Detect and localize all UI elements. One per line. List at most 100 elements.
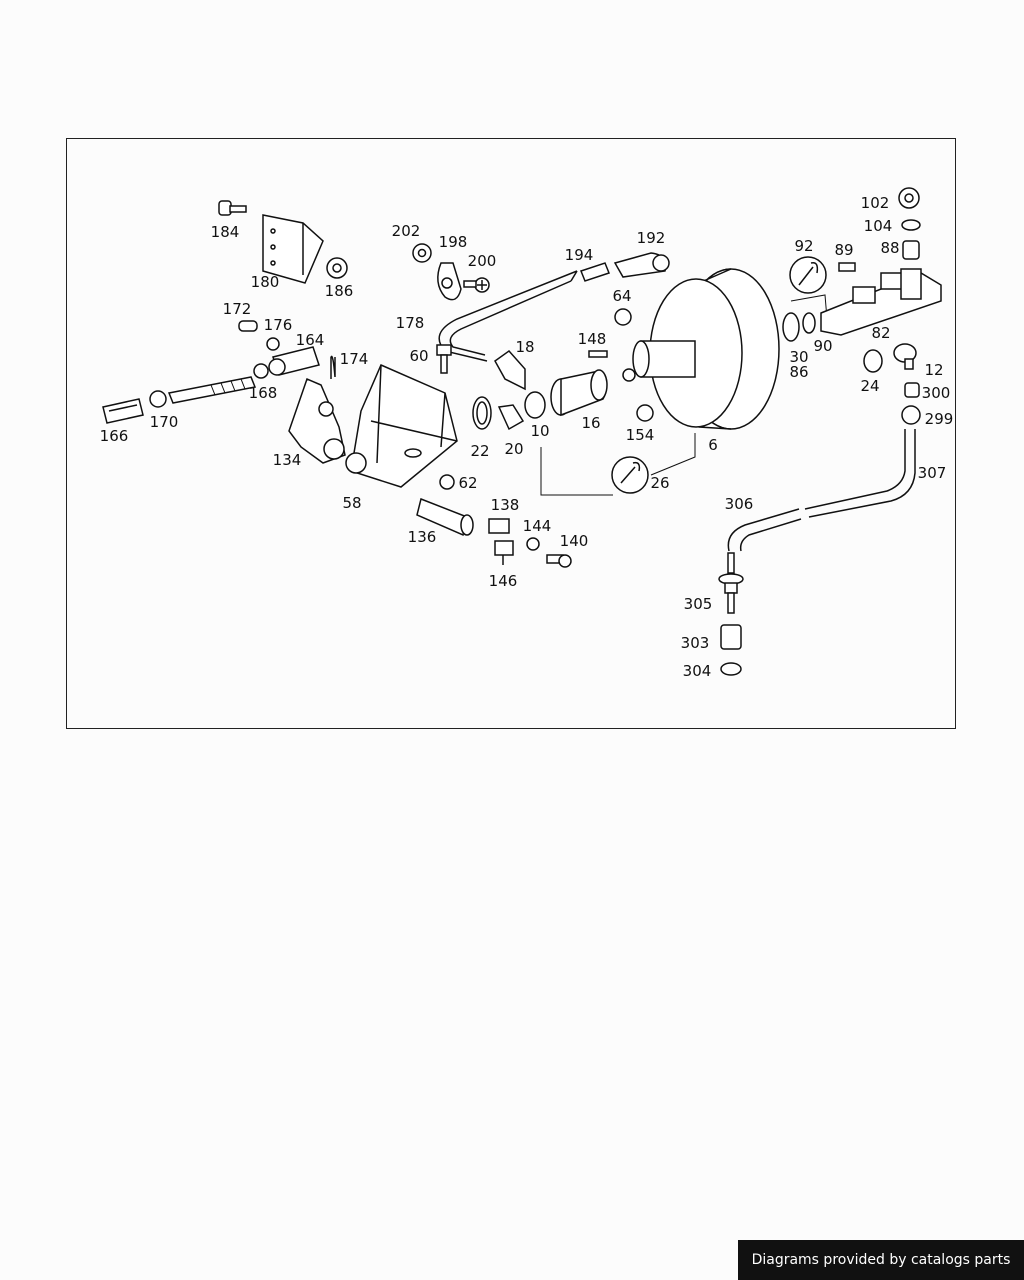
part-144-washer <box>526 537 540 551</box>
part-166-clevis <box>102 398 144 424</box>
part-186-nut <box>326 257 348 279</box>
credit-banner: Diagrams provided by catalogs parts <box>738 1240 1024 1280</box>
callout-299: 299 <box>925 410 954 428</box>
part-194-connector <box>580 262 610 282</box>
part-140-screw <box>546 554 572 568</box>
part-180-bracket <box>262 214 324 284</box>
part-172-pin <box>238 320 258 332</box>
part-26-tool-symbol <box>540 433 696 496</box>
part-202-nut <box>412 243 432 263</box>
callout-198: 198 <box>439 233 468 251</box>
callout-300: 300 <box>922 384 951 402</box>
part-174-cotter-pin <box>330 355 336 379</box>
part-164-clevis <box>268 346 320 376</box>
callout-88: 88 <box>880 239 899 257</box>
callout-60: 60 <box>409 347 428 365</box>
callout-82: 82 <box>871 324 890 342</box>
callout-170: 170 <box>150 413 179 431</box>
part-300-fitting <box>904 382 920 398</box>
part-24-fitting <box>863 349 883 373</box>
callout-144: 144 <box>523 517 552 535</box>
part-170-nut <box>149 390 167 408</box>
part-60-bolt <box>436 344 452 374</box>
callout-26: 26 <box>650 474 669 492</box>
callout-10: 10 <box>530 422 549 440</box>
part-304-washer <box>720 662 742 676</box>
part-184-bolt <box>218 200 247 216</box>
callout-6: 6 <box>708 436 718 454</box>
callout-192: 192 <box>637 229 666 247</box>
callout-24: 24 <box>860 377 879 395</box>
part-62-nut <box>439 474 455 490</box>
part-90-seal <box>802 312 816 334</box>
callout-178: 178 <box>396 314 425 332</box>
callout-307: 307 <box>918 464 947 482</box>
part-176-bushing <box>266 337 280 351</box>
callout-90: 90 <box>813 337 832 355</box>
part-88-plug <box>902 240 920 260</box>
callout-148: 148 <box>578 330 607 348</box>
part-134-bracket <box>288 377 346 464</box>
part-299-nut <box>901 405 921 425</box>
credit-text: Diagrams provided by catalogs parts <box>751 1252 1011 1268</box>
part-104-washer <box>901 219 921 231</box>
part-168-nut <box>253 363 269 379</box>
part-305-check-valve <box>718 552 744 614</box>
part-198-clamp <box>437 262 462 301</box>
callout-16: 16 <box>581 414 600 432</box>
part-306-hose <box>727 508 802 552</box>
part-307-hose <box>804 429 916 518</box>
callout-140: 140 <box>560 532 589 550</box>
callout-306: 306 <box>725 495 754 513</box>
part-148-screw <box>588 350 608 358</box>
callout-12: 12 <box>924 361 943 379</box>
part-303-fitting <box>720 624 742 650</box>
callout-92: 92 <box>794 237 813 255</box>
callout-202: 202 <box>392 222 421 240</box>
callout-184: 184 <box>211 223 240 241</box>
pushrod <box>167 376 257 404</box>
callout-166: 166 <box>100 427 129 445</box>
part-22-clamp <box>472 396 492 430</box>
callout-164: 164 <box>296 331 325 349</box>
exploded-parts-diagram: 184 180 186 202 198 200 194 192 178 172 … <box>100 187 954 680</box>
callout-303: 303 <box>681 634 710 652</box>
part-154-nut <box>636 404 654 422</box>
part-30-seal <box>782 312 800 342</box>
callout-194: 194 <box>565 246 594 264</box>
callout-58: 58 <box>342 494 361 512</box>
callout-64: 64 <box>612 287 631 305</box>
part-10-grommet <box>524 391 546 419</box>
part-89-screw <box>838 262 856 272</box>
callout-304: 304 <box>683 662 712 680</box>
parts-diagram-frame: 184 180 186 202 198 200 194 192 178 172 … <box>66 138 956 729</box>
callout-102: 102 <box>861 194 890 212</box>
part-16-seal <box>550 369 608 417</box>
part-6-brake-booster <box>622 268 780 430</box>
callout-172: 172 <box>223 300 252 318</box>
callout-186: 186 <box>325 282 354 300</box>
part-92-tool-symbol <box>789 256 828 320</box>
callout-18: 18 <box>515 338 534 356</box>
callout-200: 200 <box>468 252 497 270</box>
part-138-plate <box>488 518 510 534</box>
callout-305: 305 <box>684 595 713 613</box>
callout-136: 136 <box>408 528 437 546</box>
callout-22: 22 <box>470 442 489 460</box>
callout-62: 62 <box>458 474 477 492</box>
part-12-fitting <box>893 343 917 370</box>
part-200-screw <box>463 277 490 293</box>
callout-154: 154 <box>626 426 655 444</box>
part-136-spacer <box>416 497 474 537</box>
callout-146: 146 <box>489 572 518 590</box>
part-102-cap <box>898 187 920 209</box>
part-18-clip <box>494 349 526 391</box>
callout-176: 176 <box>264 316 293 334</box>
callout-labels: 184 180 186 202 198 200 194 192 178 172 … <box>100 194 954 680</box>
part-20-clamp <box>497 404 525 431</box>
part-192-elbow <box>613 252 670 278</box>
callout-104: 104 <box>864 217 893 235</box>
callout-89: 89 <box>834 241 853 259</box>
callout-168: 168 <box>249 384 278 402</box>
callout-134: 134 <box>273 451 302 469</box>
